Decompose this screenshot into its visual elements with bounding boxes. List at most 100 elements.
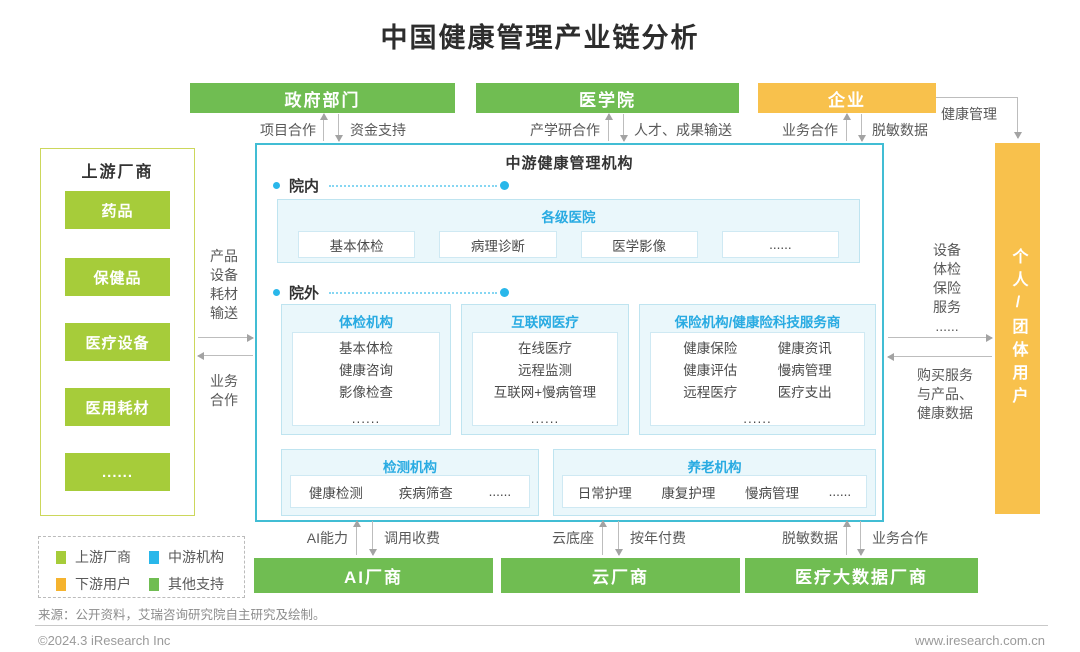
page-title: 中国健康管理产业链分析 (380, 23, 700, 53)
outside-label: 院外 (289, 285, 320, 302)
arrow-down-government (335, 114, 343, 142)
hospital-item: ...... (721, 231, 839, 258)
user-box-label: 个人/团体用户 (1009, 247, 1027, 410)
bullet-icon (273, 182, 280, 189)
legend-swatch-downstream (56, 577, 66, 591)
label-desensitized-data-top: 脱敏数据 (872, 122, 928, 138)
label-cloud-base: 云底座 (552, 530, 594, 546)
box-enterprise: 企业 (758, 83, 936, 113)
list-item: 疾病筛查 (398, 485, 453, 501)
label-desensitized-data-bottom: 脱敏数据 (782, 530, 838, 546)
label-funding-support: 资金支持 (350, 122, 406, 138)
hospital-item: 病理诊断 (439, 231, 557, 258)
group-internet-medical: 互联网医疗 在线医疗 远程监测 互联网+慢病管理 ...... (461, 304, 629, 435)
list-item: 在线医疗 (518, 341, 572, 356)
box-cloud-vendors: 云厂商 (501, 558, 740, 593)
upstream-item-drugs: 药品 (65, 191, 170, 229)
legend-swatch-midstream (149, 550, 159, 564)
arrow-upstream-to-mid (198, 334, 254, 342)
list-item-more: ...... (828, 484, 852, 499)
dotted-line (329, 291, 498, 294)
label-annual-fee: 按年付费 (630, 530, 686, 546)
list-item: 影像检查 (339, 385, 393, 400)
list-item: 远程监测 (518, 363, 572, 378)
label-call-fee: 调用收费 (384, 530, 440, 546)
group-elderly-care: 养老机构 日常护理 康复护理 慢病管理 ...... (553, 449, 876, 516)
list-item: 健康检测 (308, 485, 363, 501)
midstream-title: 中游健康管理机构 (505, 155, 634, 172)
bullet-icon (500, 181, 510, 190)
arrow-down-ai (369, 521, 377, 556)
connector-enterprise-user-h (936, 97, 1017, 98)
list-item: 健康保险 (683, 341, 738, 356)
list-item-more: ...... (743, 411, 772, 426)
group-testing-title: 检测机构 (383, 460, 437, 475)
connector-enterprise-user-v (1014, 97, 1022, 139)
group-checkup-title: 体检机构 (339, 315, 393, 330)
list-item: 医疗支出 (777, 385, 832, 400)
group-hospitals-items: 基本体检 病理诊断 医学影像 ...... (278, 231, 859, 258)
website-url: www.iresearch.com.cn (914, 633, 1045, 648)
group-hospitals-title: 各级医院 (541, 210, 596, 225)
label-ai-capability: AI能力 (306, 530, 348, 546)
legend-item-downstream: 下游用户 (56, 574, 131, 594)
upstream-item-supplements: 保健品 (65, 258, 170, 296)
section-inside-hospital: 院内 (273, 175, 510, 196)
label-product-supply: 产品 设备 耗材 输送 (210, 248, 238, 321)
list-item: 基本体检 (339, 341, 393, 356)
legend-label: 其他支持 (168, 576, 224, 592)
arrow-up-government (320, 113, 328, 141)
label-business-cooperation-top: 业务合作 (782, 122, 838, 138)
upstream-item-medical-devices: 医疗设备 (65, 323, 170, 361)
list-item-more: ...... (351, 411, 381, 426)
box-individual-group-users: 个人/团体用户 (995, 143, 1040, 514)
hospital-item: 基本体检 (298, 231, 416, 258)
list-item: 康复护理 (661, 485, 716, 501)
legend: 上游厂商 中游机构 下游用户 其他支持 (38, 536, 245, 598)
legend-item-upstream: 上游厂商 (56, 547, 131, 567)
panel-upstream-vendors: 上游厂商 药品 保健品 医疗设备 医用耗材 ...... (40, 148, 195, 516)
arrow-mid-to-upstream (197, 352, 253, 360)
list-item: 远程医疗 (683, 385, 738, 400)
label-business-cooperation-bottom: 业务合作 (872, 530, 928, 546)
source-note: 来源：公开资料，艾瑞咨询研究院自主研究及绘制。 (38, 608, 326, 622)
list-item-more: ...... (488, 484, 512, 499)
label-health-management: 健康管理 (941, 106, 997, 122)
group-insurance-items: 健康保险 健康资讯 健康评估 慢病管理 远程医疗 医疗支出 ...... (650, 332, 865, 426)
group-testing-orgs: 检测机构 健康检测 疾病筛查 ...... (281, 449, 539, 516)
box-government: 政府部门 (190, 83, 455, 113)
list-item-more: ...... (530, 411, 560, 426)
label-business-cooperation-left: 业务 合作 (210, 373, 238, 408)
legend-label: 下游用户 (75, 576, 131, 592)
inside-label: 院内 (289, 178, 320, 195)
list-item: 健康评估 (683, 363, 738, 378)
arrow-up-enterprise (843, 113, 851, 141)
group-internet-title: 互联网医疗 (511, 315, 579, 330)
upstream-item-more: ...... (65, 453, 170, 491)
group-checkup-orgs: 体检机构 基本体检 健康咨询 影像检查 ...... (281, 304, 451, 435)
group-checkup-items: 基本体检 健康咨询 影像检查 ...... (292, 332, 440, 426)
list-item: 日常护理 (577, 485, 632, 501)
bullet-icon (500, 288, 510, 297)
legend-item-other: 其他支持 (149, 574, 224, 594)
arrow-down-bigdata (857, 521, 865, 556)
group-internet-items: 在线医疗 远程监测 互联网+慢病管理 ...... (472, 332, 618, 426)
arrow-down-cloud (615, 521, 623, 556)
box-medical-bigdata-vendors: 医疗大数据厂商 (745, 558, 978, 593)
arrow-up-cloud (599, 520, 607, 555)
list-item: 慢病管理 (777, 363, 832, 378)
upstream-title: 上游厂商 (81, 164, 154, 181)
arrow-down-enterprise (858, 114, 866, 142)
arrow-up-ai (353, 520, 361, 555)
legend-label: 上游厂商 (75, 549, 131, 565)
group-testing-items: 健康检测 疾病筛查 ...... (290, 475, 530, 508)
arrow-down-medical-school (620, 114, 628, 142)
group-elderly-items: 日常护理 康复护理 慢病管理 ...... (562, 475, 867, 508)
group-hospitals: 各级医院 基本体检 病理诊断 医学影像 ...... (277, 199, 860, 263)
bullet-icon (273, 289, 280, 296)
legend-item-midstream: 中游机构 (149, 547, 224, 567)
arrow-mid-to-users (888, 334, 993, 342)
insurance-grid: 健康保险 健康资讯 健康评估 慢病管理 远程医疗 医疗支出 (651, 338, 864, 404)
section-outside-hospital: 院外 (273, 282, 510, 303)
